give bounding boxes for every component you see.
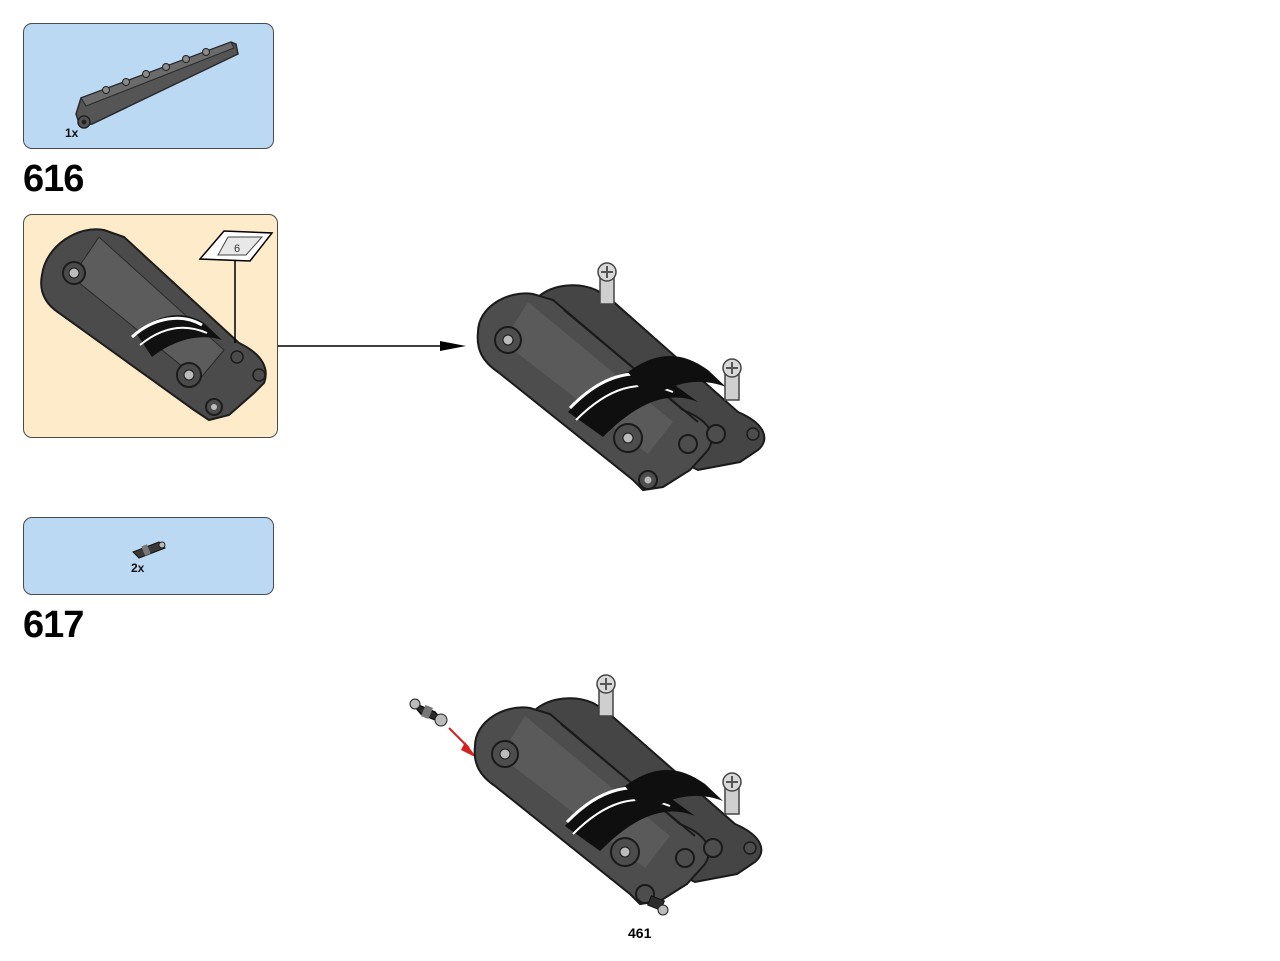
submodel-arrow-icon bbox=[278, 341, 466, 351]
parts-list-616: 1x bbox=[23, 23, 274, 149]
page-number: 461 bbox=[628, 925, 652, 941]
panel-assembly-icon: 6 bbox=[40, 228, 274, 422]
step-number-617: 617 bbox=[23, 604, 84, 646]
sticker-ref-label: 6 bbox=[234, 243, 240, 255]
part-quantity: 1x bbox=[65, 126, 79, 140]
submodel-callout: 6 bbox=[23, 214, 278, 438]
step-number-616: 616 bbox=[23, 158, 84, 200]
technic-pin-connector-part-icon bbox=[132, 541, 166, 559]
assembly-617-illustration bbox=[409, 674, 763, 916]
assembly-616-illustration bbox=[476, 262, 766, 492]
part-quantity: 2x bbox=[131, 561, 145, 575]
technic-beam-part-icon bbox=[75, 41, 239, 129]
parts-list-617: 2x bbox=[23, 517, 274, 595]
